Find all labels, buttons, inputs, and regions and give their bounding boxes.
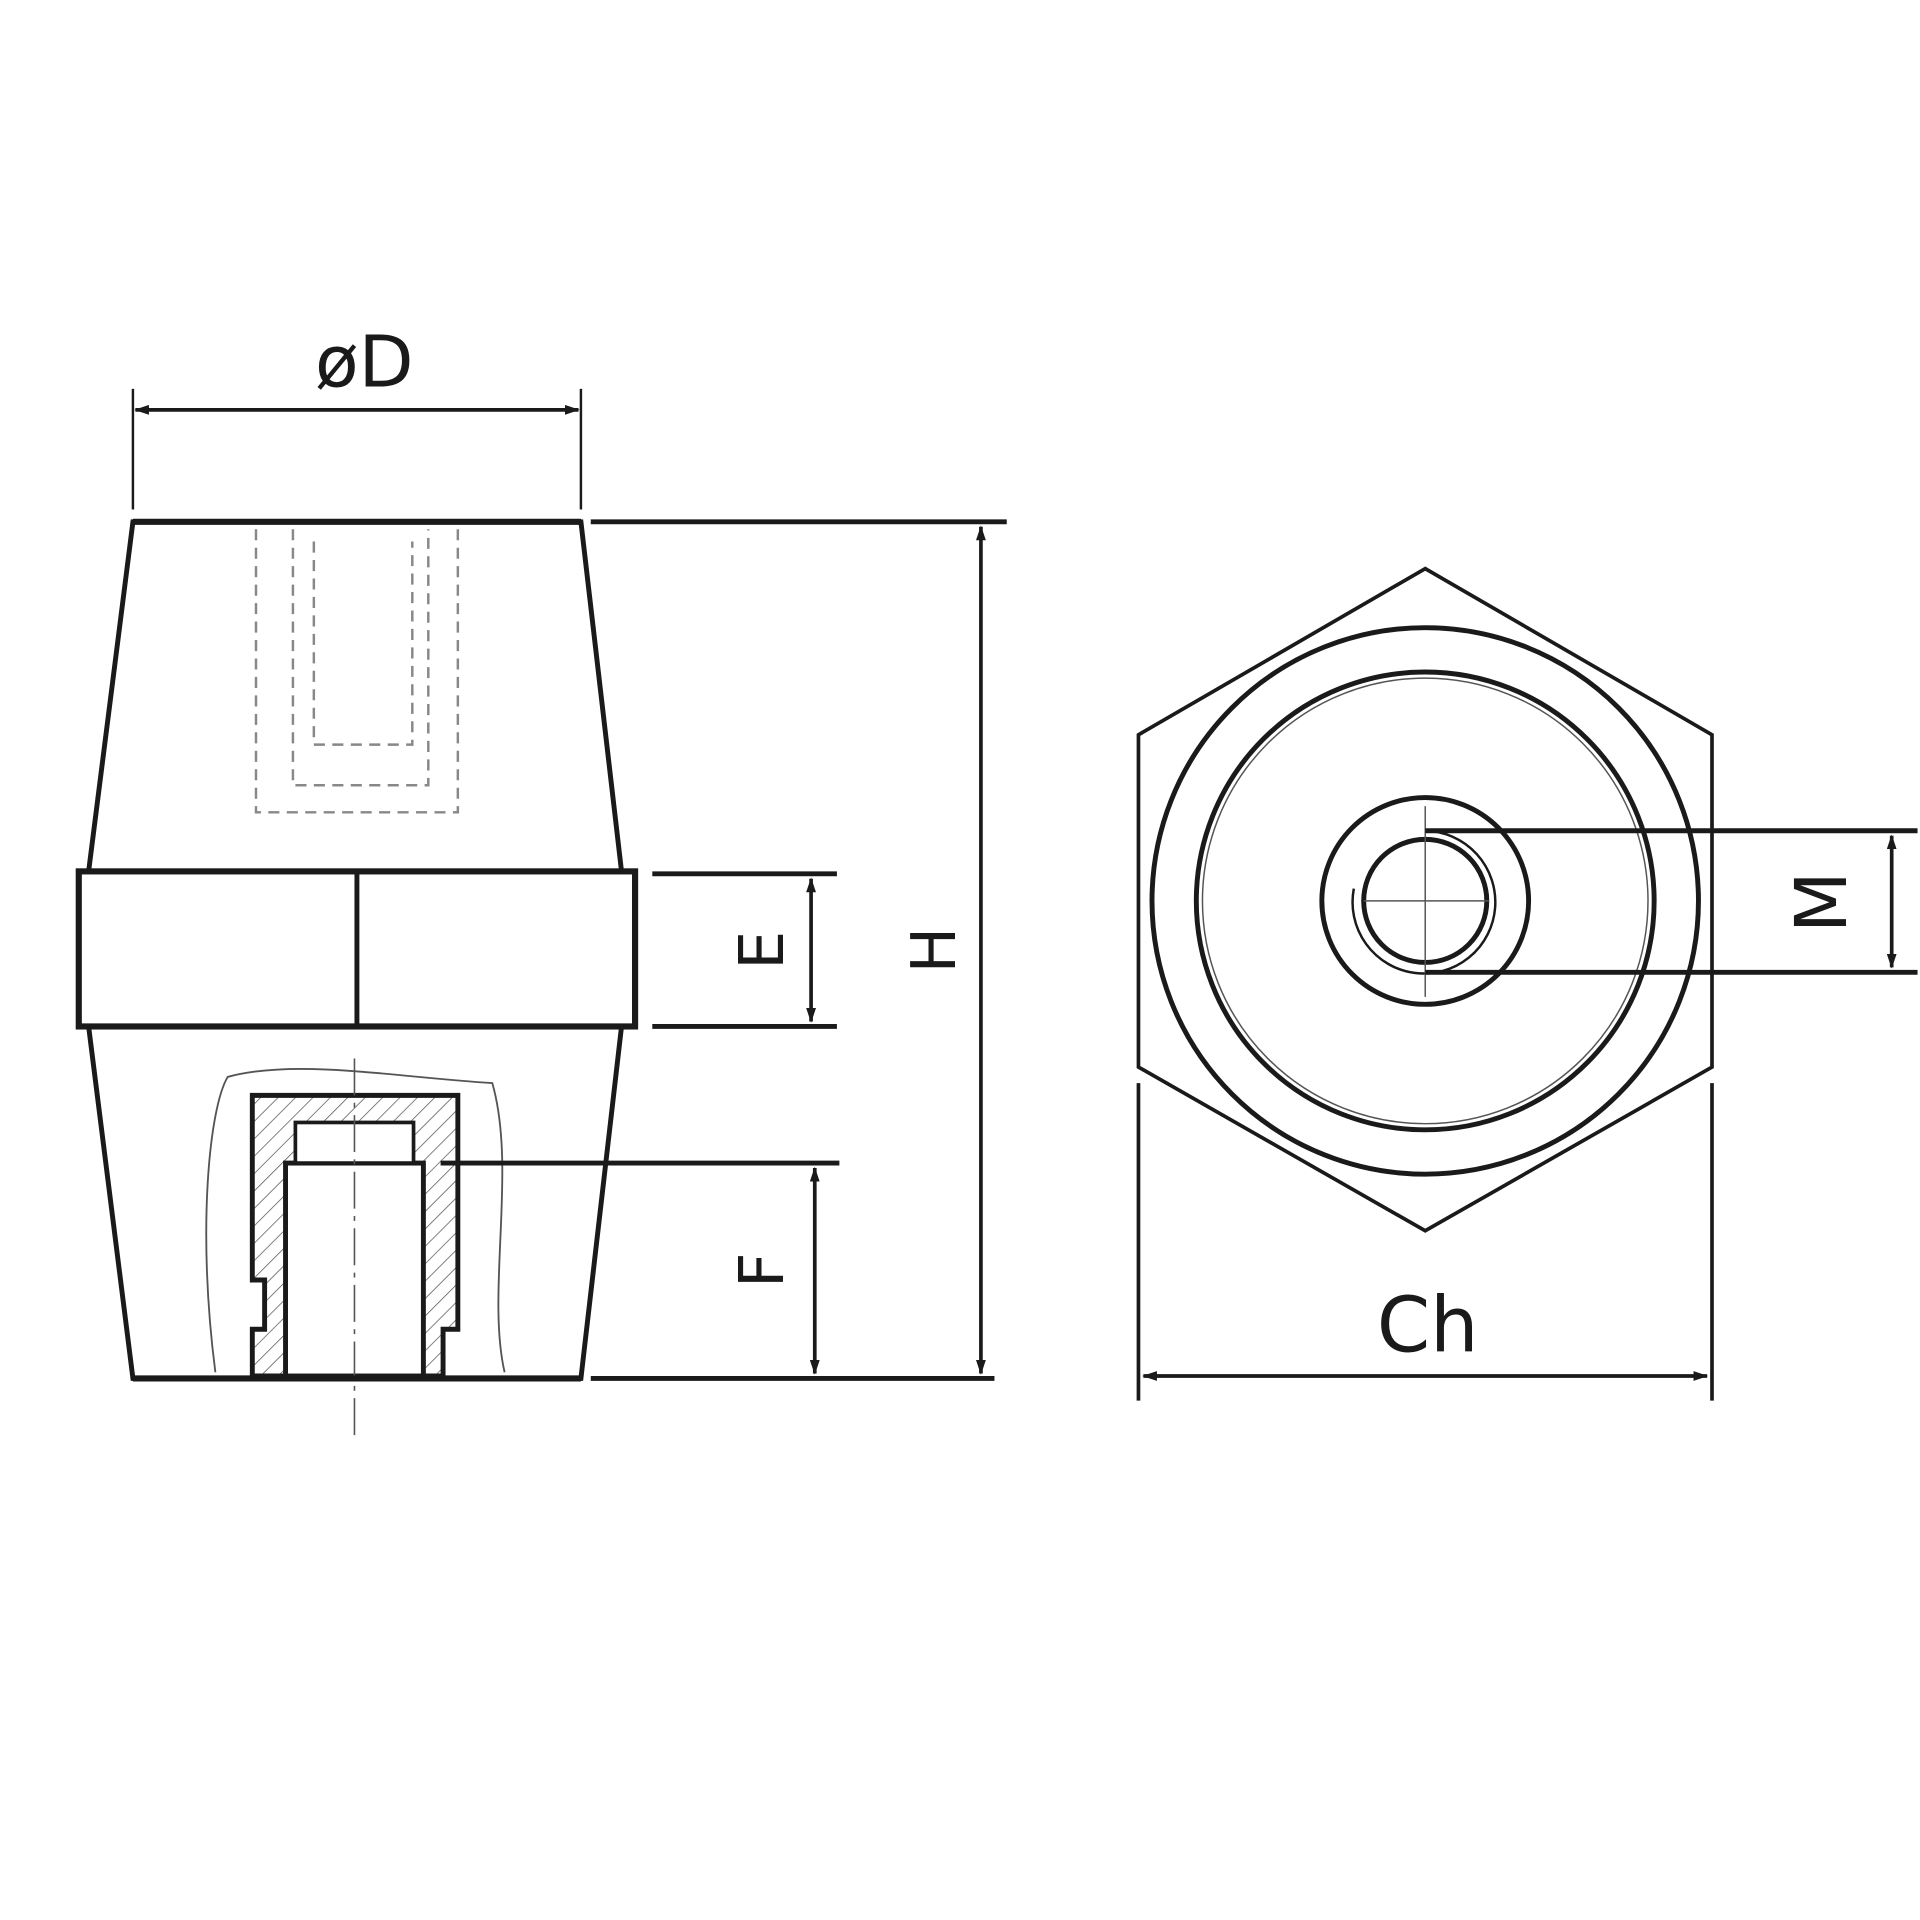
- label-diameter: øD: [315, 320, 414, 403]
- label-thread: M: [1780, 871, 1863, 933]
- thread-arc: [1351, 829, 1497, 975]
- insert-circle: [1319, 795, 1532, 1007]
- label-e: E: [726, 931, 798, 970]
- dimensions-top: [1136, 828, 1918, 1401]
- hidden-top-insert: [254, 529, 460, 814]
- hex-outline: [1136, 566, 1714, 1233]
- label-f: F: [726, 1252, 798, 1287]
- top-view: [1136, 566, 1714, 1233]
- outer-circle: [1149, 625, 1701, 1177]
- side-view: [75, 518, 639, 1438]
- break-line: [205, 1068, 506, 1373]
- dimensions-side: [131, 388, 1007, 1381]
- upper-body-outline: [85, 519, 625, 874]
- label-height: H: [898, 927, 970, 973]
- label-hex: Ch: [1377, 1280, 1479, 1369]
- face-circle: [1193, 669, 1657, 1133]
